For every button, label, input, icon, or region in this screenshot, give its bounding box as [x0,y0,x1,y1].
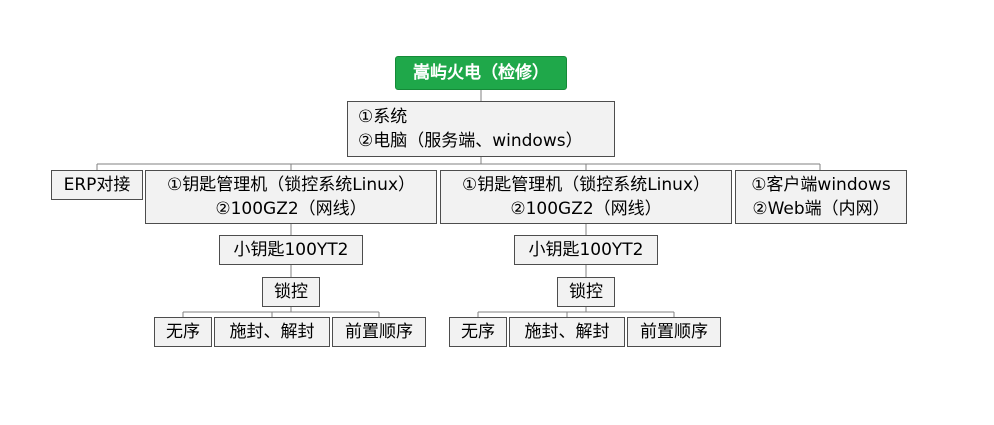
mode-node-b-sequence: 前置顺序 [627,317,721,347]
mode-node-a-sequence: 前置顺序 [332,317,426,347]
mode-b-3-label: 前置顺序 [640,322,708,342]
mode-node-a-seal: 施封、解封 [214,317,330,347]
mode-b-1-label: 无序 [461,322,495,342]
key-manager-node-b: ①钥匙管理机（锁控系统Linux） ②100GZ2（网线） [440,170,732,224]
small-key-b-label: 小钥匙100YT2 [528,240,644,260]
key-manager-b-line-2: ②100GZ2（网线） [510,199,662,219]
erp-node: ERP对接 [51,170,143,200]
mode-a-1-label: 无序 [166,322,200,342]
mode-b-2-label: 施封、解封 [524,322,610,342]
erp-node-label: ERP对接 [63,175,131,195]
root-node-label: 嵩屿火电（检修） [413,63,549,83]
lock-control-node-a: 锁控 [262,277,320,307]
lock-control-node-b: 锁控 [557,277,615,307]
mode-a-2-label: 施封、解封 [229,322,315,342]
system-line-1: ①系统 [358,107,408,127]
key-manager-a-line-1: ①钥匙管理机（锁控系统Linux） [166,175,416,195]
client-line-2: ②Web端（内网） [752,199,890,219]
system-line-2: ②电脑（服务端、windows） [358,131,583,151]
mode-node-a-unordered: 无序 [154,317,212,347]
mode-a-3-label: 前置顺序 [345,322,413,342]
key-manager-node-a: ①钥匙管理机（锁控系统Linux） ②100GZ2（网线） [145,170,437,224]
root-node: 嵩屿火电（检修） [395,56,567,90]
mode-node-b-unordered: 无序 [449,317,507,347]
small-key-a-label: 小钥匙100YT2 [233,240,349,260]
small-key-node-a: 小钥匙100YT2 [219,235,363,265]
system-node: ①系统 ②电脑（服务端、windows） [347,101,615,157]
lock-control-b-label: 锁控 [569,282,603,302]
small-key-node-b: 小钥匙100YT2 [514,235,658,265]
mode-node-b-seal: 施封、解封 [509,317,625,347]
client-node: ①客户端windows ②Web端（内网） [735,170,907,224]
key-manager-b-line-1: ①钥匙管理机（锁控系统Linux） [461,175,711,195]
key-manager-a-line-2: ②100GZ2（网线） [215,199,367,219]
lock-control-a-label: 锁控 [274,282,308,302]
client-line-1: ①客户端windows [751,175,891,195]
